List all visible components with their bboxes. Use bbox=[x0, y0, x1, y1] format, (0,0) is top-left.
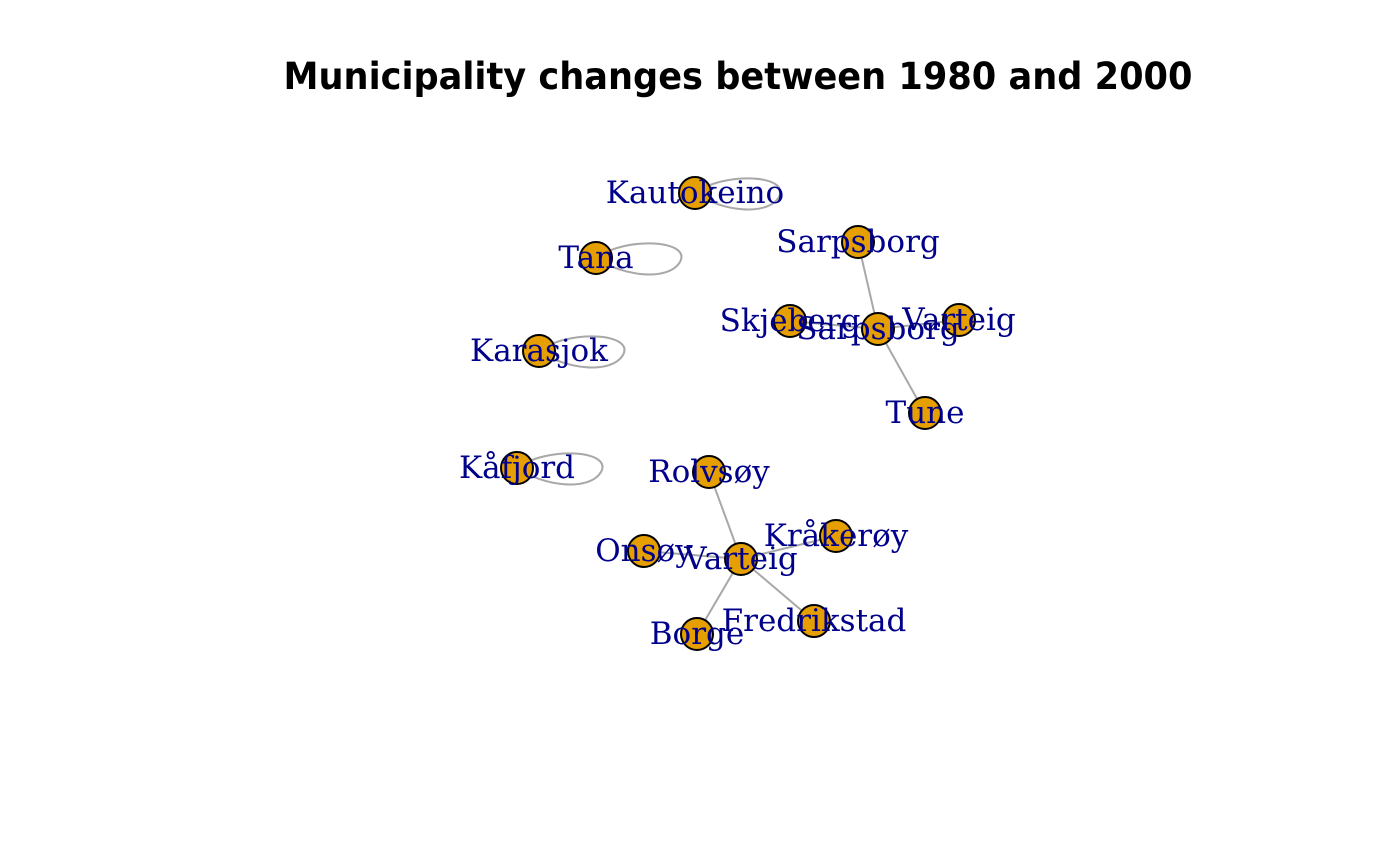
node-skjeberg bbox=[773, 304, 807, 338]
node-sarpsborg_new bbox=[861, 312, 895, 346]
node-label-sarpsborg_new: Sarpsborg bbox=[796, 311, 959, 347]
node-label-tana: Tana bbox=[558, 240, 633, 276]
node-tana bbox=[579, 241, 613, 275]
node-label-fredrikstad_old: Fredrikstad bbox=[722, 603, 907, 639]
node-label-skjeberg: Skjeberg bbox=[720, 303, 861, 339]
node-kautokeino bbox=[678, 176, 712, 210]
node-rolvsoy bbox=[692, 455, 726, 489]
node-label-kraakeroy: Kråkerøy bbox=[764, 518, 909, 554]
self-loop-edge bbox=[694, 177, 782, 211]
node-label-kautokeino: Kautokeino bbox=[606, 175, 784, 211]
node-varteig_old bbox=[942, 303, 976, 337]
node-fredrikstad_new bbox=[724, 542, 758, 576]
node-sarpsborg_old bbox=[841, 225, 875, 259]
node-label-onsoy: Onsøy bbox=[595, 533, 693, 569]
node-kraakeroy bbox=[819, 519, 853, 553]
node-label-fredrikstad_new: Varteig bbox=[683, 541, 797, 577]
nodes-layer bbox=[500, 176, 976, 651]
node-karasjok bbox=[522, 334, 556, 368]
node-kafjord bbox=[500, 451, 534, 485]
self-loop-edge bbox=[516, 452, 604, 486]
node-tune bbox=[908, 396, 942, 430]
plot-title: Municipality changes between 1980 and 20… bbox=[283, 55, 1193, 98]
node-label-kafjord: Kåfjord bbox=[459, 450, 575, 486]
node-fredrikstad_old bbox=[797, 604, 831, 638]
labels-layer: KautokeinoTanaKarasjokKåfjordSarpsborgSk… bbox=[459, 175, 1016, 652]
self-loop-edge bbox=[595, 242, 683, 276]
self-loop-edge bbox=[538, 335, 626, 369]
node-onsoy bbox=[627, 534, 661, 568]
node-label-sarpsborg_old: Sarpsborg bbox=[776, 224, 939, 260]
node-borge bbox=[680, 617, 714, 651]
node-label-borge: Borge bbox=[650, 616, 744, 652]
node-label-tune: Tune bbox=[886, 395, 965, 431]
node-label-rolvsoy: Rolvsøy bbox=[648, 454, 770, 490]
node-label-karasjok: Karasjok bbox=[470, 333, 608, 369]
node-label-varteig_old: Varteig bbox=[901, 302, 1015, 338]
